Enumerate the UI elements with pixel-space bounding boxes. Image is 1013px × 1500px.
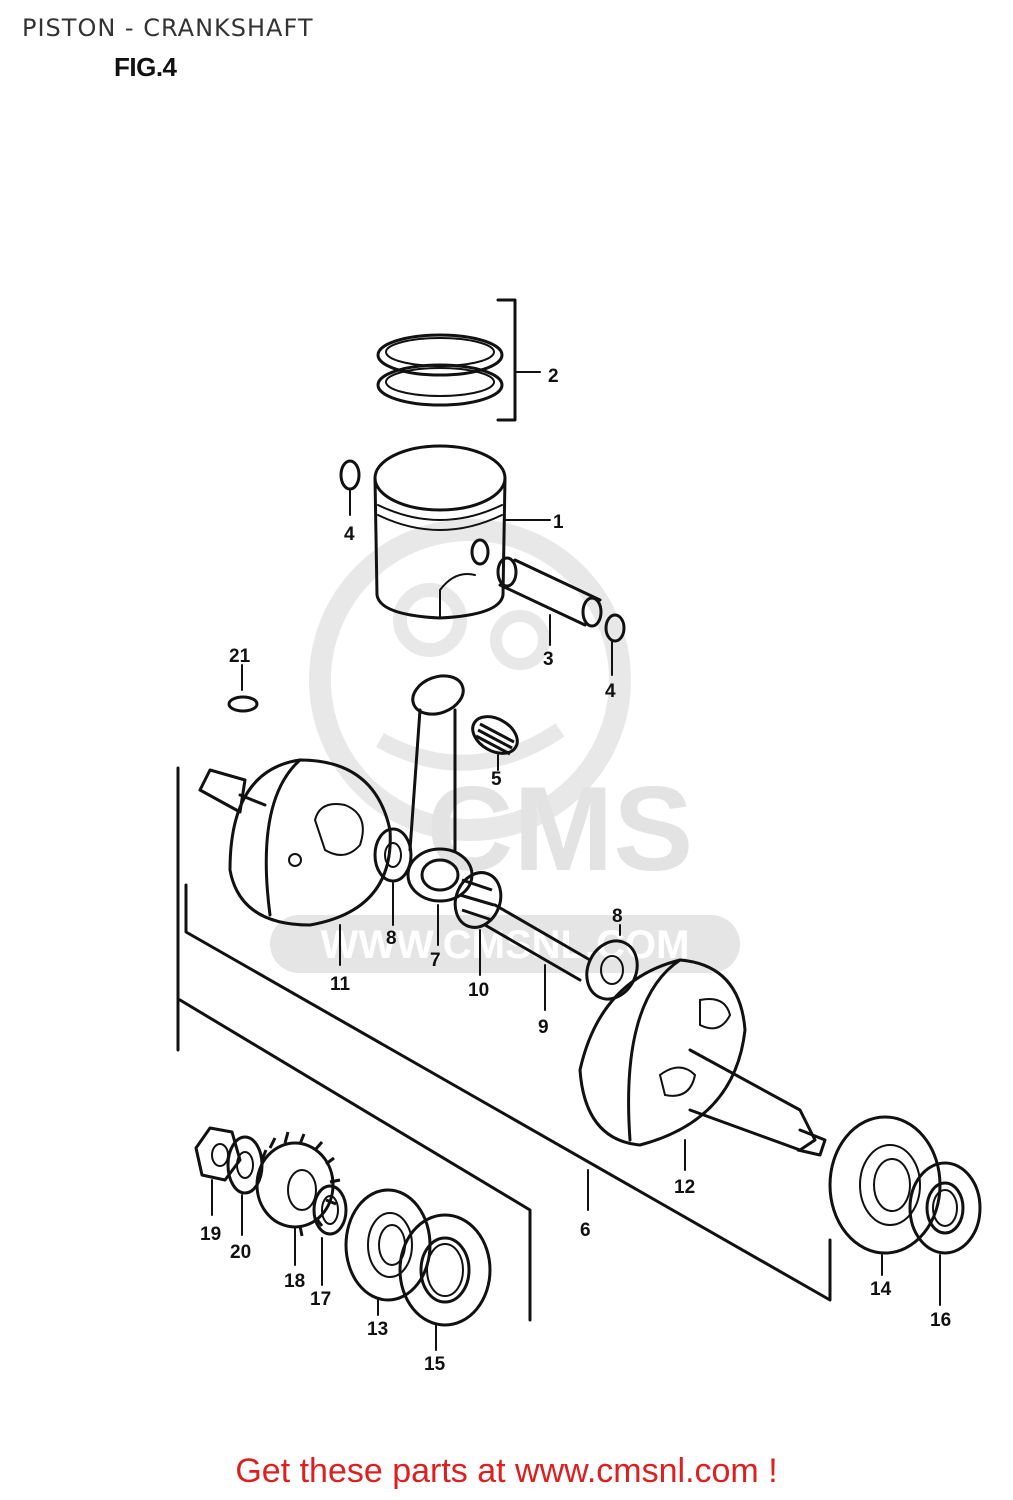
- crank-pin[interactable]: [483, 903, 592, 1011]
- watermark-url-band: [270, 915, 740, 973]
- bearing-left[interactable]: [344, 1188, 432, 1316]
- label-20: 20: [230, 1242, 251, 1263]
- crankshaft-right[interactable]: [578, 958, 827, 1171]
- label-6: 6: [580, 1220, 591, 1241]
- label-19: 19: [200, 1224, 221, 1245]
- piston-pin-circlip-left[interactable]: [339, 459, 361, 516]
- label-14: 14: [870, 1279, 892, 1300]
- watermark: CMS WWW.CMSNL.COM: [270, 519, 740, 973]
- label-21: 21: [229, 646, 251, 667]
- spacer[interactable]: [312, 1184, 348, 1286]
- piston-ring-set[interactable]: [376, 298, 541, 422]
- bearing-right[interactable]: [828, 1115, 942, 1276]
- footer-parts-link[interactable]: Get these parts at www.cmsnl.com !: [235, 1452, 778, 1490]
- crankshaft-assembly[interactable]: [176, 766, 832, 1302]
- label-17: 17: [310, 1289, 331, 1310]
- label-5: 5: [491, 769, 502, 790]
- label-15: 15: [424, 1354, 446, 1375]
- label-8-right: 8: [612, 906, 623, 927]
- label-12: 12: [674, 1177, 695, 1198]
- left-parts-bracket: [176, 923, 532, 1322]
- label-4-right: 4: [605, 681, 616, 702]
- label-4-left: 4: [344, 524, 355, 545]
- label-11: 11: [330, 974, 351, 995]
- label-2: 2: [548, 366, 559, 387]
- piston-pin[interactable]: [496, 556, 603, 646]
- oil-seal-left[interactable]: [398, 1213, 492, 1351]
- part-labels: 2 1 4 3 4 21 5 8 8 7 11 10 9 12 6 19 20 …: [200, 366, 951, 1375]
- piston[interactable]: [373, 444, 551, 620]
- page-title: PISTON - CRANKSHAFT: [22, 14, 314, 42]
- small-end-bearing[interactable]: [466, 709, 524, 771]
- crankshaft-left[interactable]: [198, 758, 392, 966]
- label-16: 16: [930, 1310, 951, 1331]
- figure-label: FIG.4: [114, 52, 177, 82]
- label-18: 18: [284, 1271, 305, 1292]
- primary-drive-gear[interactable]: [255, 1131, 341, 1266]
- piston-pin-circlip-right[interactable]: [604, 613, 626, 676]
- label-10: 10: [468, 980, 489, 1001]
- connecting-rod[interactable]: [406, 669, 474, 946]
- label-9: 9: [538, 1017, 549, 1038]
- watermark-mascot: [309, 519, 631, 841]
- label-8-left: 8: [386, 928, 397, 949]
- watermark-url: WWW.CMSNL.COM: [321, 923, 690, 967]
- key[interactable]: [227, 664, 259, 713]
- label-7: 7: [430, 950, 441, 971]
- nut[interactable]: [194, 1126, 242, 1216]
- label-1: 1: [553, 512, 564, 533]
- oil-seal-right[interactable]: [908, 1161, 982, 1306]
- label-13: 13: [367, 1319, 388, 1340]
- thrust-washer-left[interactable]: [373, 827, 413, 926]
- label-3: 3: [543, 649, 554, 670]
- watermark-brand: CMS: [427, 762, 694, 896]
